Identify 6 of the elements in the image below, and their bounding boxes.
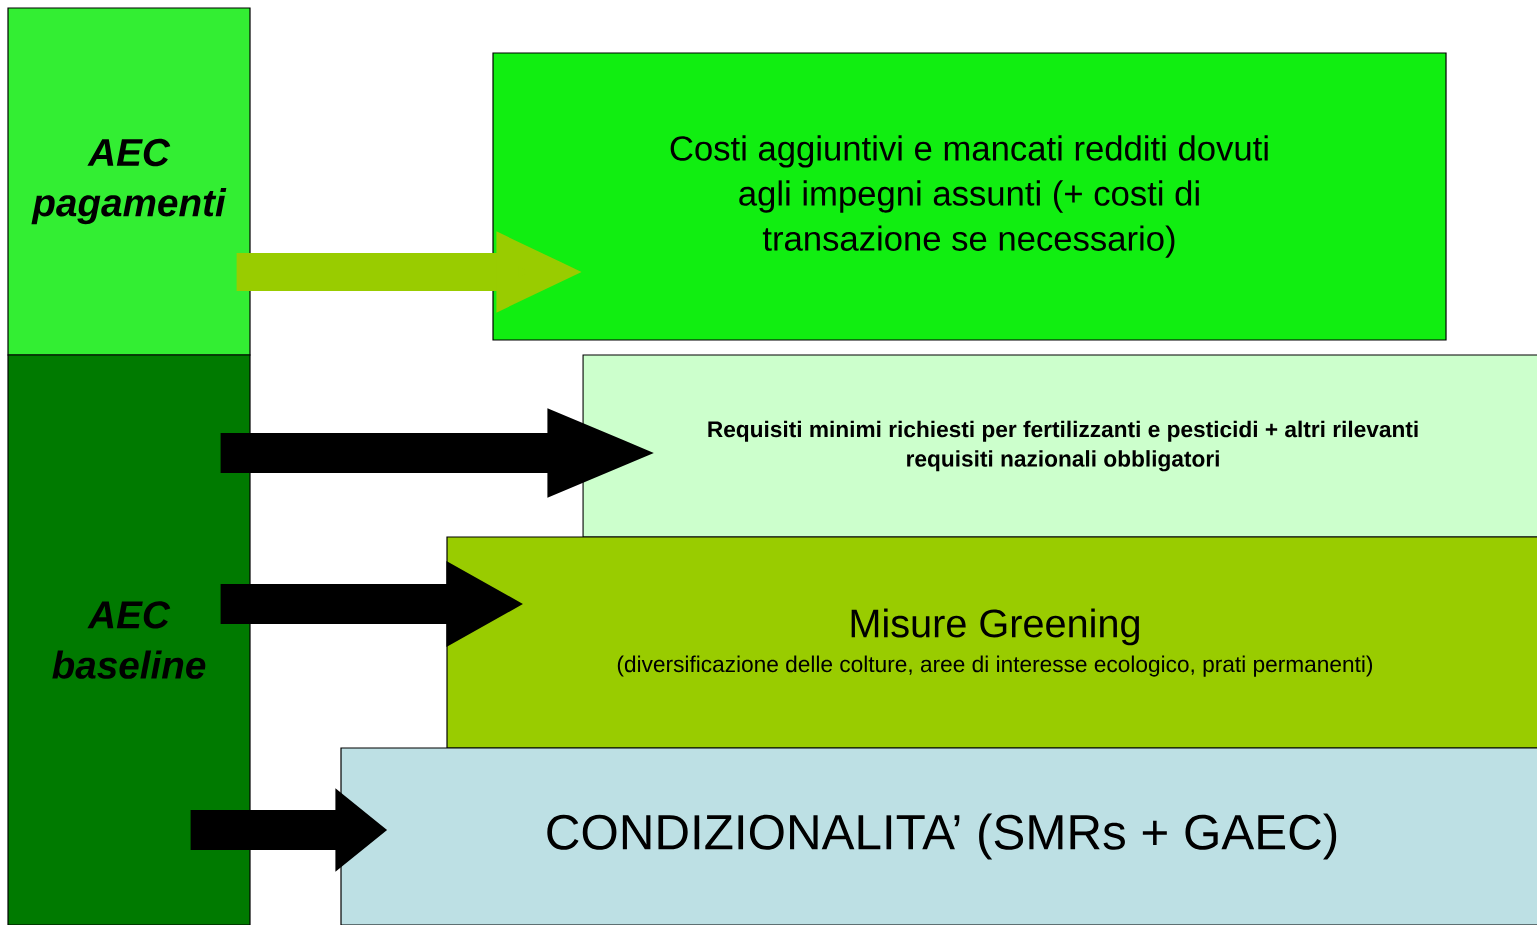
text-box: Requisiti minimi richiesti per fertilizzanti e pesticidi + altri rilevanti requisiti nazionali obbligatori (582, 354, 1537, 538)
text-box: CONDIZIONALITA’ (SMRs + GAEC) (340, 747, 1537, 925)
column-band: AEC pagamenti (7, 7, 251, 356)
column-band: AEC baseline (7, 354, 251, 925)
text-box: Misure Greening (diversificazione delle colture, aree di interesse ecologico, prati permanenti) (446, 536, 1537, 749)
text-box: Costi aggiuntivi e mancati redditi dovuti agli impegni assunti (+ costi di transazione se necessario) (492, 52, 1447, 341)
